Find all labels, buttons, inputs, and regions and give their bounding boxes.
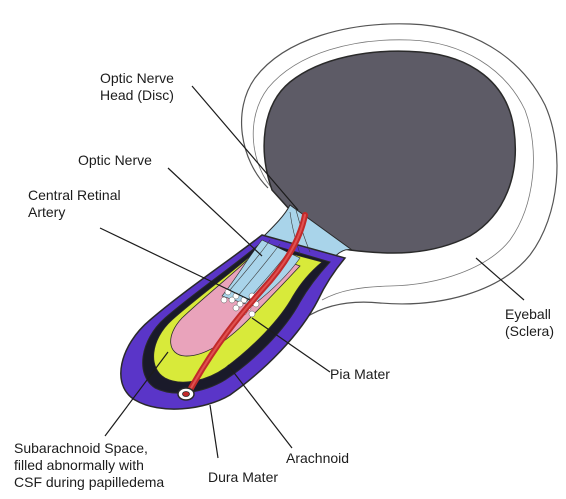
label-subarachnoid-line2: filled abnormally with: [14, 457, 164, 474]
label-optic-nerve-head-line1: Optic Nerve: [100, 70, 174, 87]
label-eyeball: Eyeball (Sclera): [505, 306, 554, 340]
label-central-retinal-artery-line2: Artery: [28, 204, 121, 221]
label-subarachnoid-line1: Subarachnoid Space,: [14, 440, 164, 457]
label-optic-nerve-head: Optic Nerve Head (Disc): [100, 70, 174, 104]
leader-dura-mater: [210, 405, 218, 458]
label-dura-mater: Dura Mater: [208, 469, 278, 486]
label-subarachnoid-line3: CSF during papilledema: [14, 474, 164, 491]
label-subarachnoid-space: Subarachnoid Space, filled abnormally wi…: [14, 440, 164, 491]
label-optic-nerve-head-line2: Head (Disc): [100, 87, 174, 104]
label-central-retinal-artery: Central Retinal Artery: [28, 187, 121, 221]
label-eyeball-line2: (Sclera): [505, 323, 554, 340]
label-arachnoid: Arachnoid: [286, 450, 349, 467]
label-pia-mater: Pia Mater: [330, 366, 390, 383]
label-eyeball-line1: Eyeball: [505, 306, 554, 323]
label-central-retinal-artery-line1: Central Retinal: [28, 187, 121, 204]
leader-optic-nerve: [168, 168, 262, 256]
leader-eyeball: [476, 258, 524, 300]
label-optic-nerve: Optic Nerve: [78, 152, 152, 169]
leader-arachnoid: [228, 365, 292, 448]
